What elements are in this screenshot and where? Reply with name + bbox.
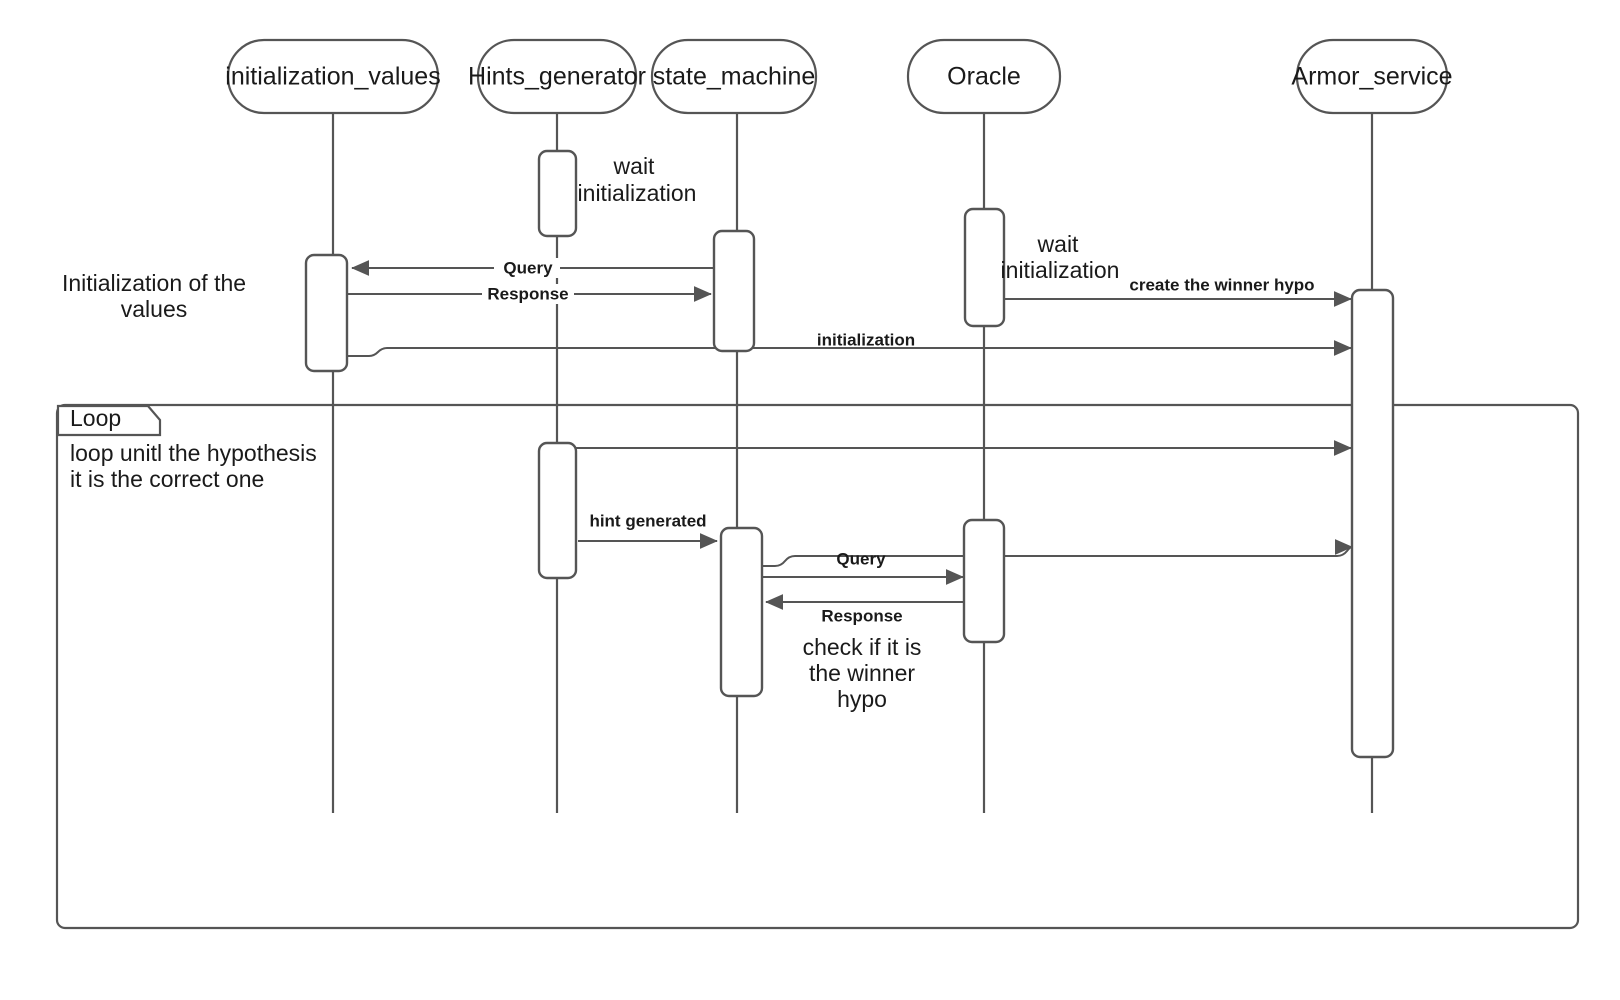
participant-initialization_values[interactable]: initialization_values bbox=[225, 38, 441, 115]
loop-condition-line2: it is the correct one bbox=[70, 466, 264, 492]
participant-Hints_generator[interactable]: Hints_generator bbox=[468, 38, 646, 115]
message-initialization-line bbox=[347, 340, 1352, 357]
loop-frame-title: Loop bbox=[70, 405, 121, 431]
participant-Oracle[interactable]: Oracle bbox=[906, 38, 1062, 115]
note-wait-init-hints-line1: wait bbox=[613, 153, 656, 179]
participant-box-state_machine bbox=[650, 38, 818, 115]
message-loop-to-armor-2[interactable] bbox=[762, 539, 1353, 567]
participant-box-Oracle bbox=[906, 38, 1062, 115]
message-response-2-label: Response bbox=[821, 606, 902, 625]
messages: Query Response create the winner hypo in… bbox=[347, 258, 1353, 625]
activations bbox=[304, 149, 1395, 759]
note-wait-init-oracle-line1: wait bbox=[1037, 231, 1080, 257]
note-wait-init-hints-line2: initialization bbox=[578, 180, 697, 206]
note-wait-initialization-hints: wait initialization bbox=[578, 153, 697, 206]
participant-label-Hints_generator: Hints_generator bbox=[468, 63, 646, 91]
participant-box-initialization_values bbox=[226, 38, 440, 115]
participant-state_machine[interactable]: state_machine bbox=[650, 38, 818, 115]
loop-frame-border bbox=[55, 403, 1580, 930]
notes: wait initialization Initialization of th… bbox=[62, 153, 1120, 712]
note-check-winner-line1: check if it is bbox=[803, 634, 922, 660]
participant-box-Hints_generator bbox=[476, 38, 638, 115]
message-query-1[interactable]: Query bbox=[351, 258, 733, 278]
message-initialization[interactable]: initialization bbox=[347, 330, 1352, 357]
note-wait-initialization-oracle: wait initialization bbox=[1001, 231, 1120, 283]
message-hint-generated-label: hint generated bbox=[589, 511, 706, 530]
activation-initialization-values[interactable] bbox=[304, 253, 349, 373]
note-check-winner-line2: the winner bbox=[809, 660, 915, 686]
message-query-1-label-bg bbox=[494, 258, 560, 278]
note-check-winner-hypo: check if it is the winner hypo bbox=[803, 634, 922, 712]
message-query-2[interactable]: Query bbox=[762, 549, 964, 585]
participant-label-state_machine: state_machine bbox=[653, 63, 816, 91]
note-initialization-of-values: Initialization of the values bbox=[62, 270, 246, 322]
activation-oracle-wait[interactable] bbox=[963, 207, 1006, 328]
message-hint-generated[interactable]: hint generated bbox=[578, 511, 718, 549]
note-init-values-line2: values bbox=[121, 296, 187, 322]
message-create-winner-hypo-label: create the winner hypo bbox=[1129, 275, 1314, 294]
participant-Armor_service[interactable]: Armor_service bbox=[1291, 38, 1453, 115]
note-wait-init-oracle-line2: initialization bbox=[1001, 257, 1120, 283]
participant-label-initialization_values: initialization_values bbox=[225, 63, 440, 91]
message-loop-to-armor-2-line bbox=[762, 539, 1353, 567]
combined-fragment-loop[interactable]: Loop loop unitl the hypothesis it is the… bbox=[55, 403, 1580, 930]
participant-box-Armor_service bbox=[1295, 38, 1449, 115]
activation-state-machine-init[interactable] bbox=[712, 229, 756, 353]
message-initialization-label: initialization bbox=[817, 330, 915, 349]
message-response-1[interactable]: Response bbox=[347, 284, 712, 304]
loop-frame-tab bbox=[56, 404, 162, 437]
message-create-winner-hypo[interactable]: create the winner hypo bbox=[1004, 275, 1352, 307]
activation-hints-generator-loop[interactable] bbox=[537, 441, 578, 580]
activation-oracle-loop[interactable] bbox=[962, 518, 1006, 644]
activation-hints-generator-wait[interactable] bbox=[537, 149, 578, 238]
note-init-values-line1: Initialization of the bbox=[62, 270, 246, 296]
note-check-winner-line3: hypo bbox=[837, 686, 887, 712]
activation-state-machine-loop[interactable] bbox=[719, 526, 764, 698]
activation-armor-service[interactable] bbox=[1350, 288, 1395, 759]
message-query-2-label: Query bbox=[836, 549, 886, 568]
participant-label-Armor_service: Armor_service bbox=[1291, 63, 1452, 91]
message-response-1-label: Response bbox=[487, 284, 568, 303]
message-query-1-label: Query bbox=[503, 258, 553, 277]
participant-heads: initialization_values Hints_generator st… bbox=[225, 38, 1453, 115]
message-response-1-label-bg bbox=[482, 284, 574, 304]
participant-label-Oracle: Oracle bbox=[947, 63, 1021, 91]
loop-condition-line1: loop unitl the hypothesis bbox=[70, 440, 317, 466]
